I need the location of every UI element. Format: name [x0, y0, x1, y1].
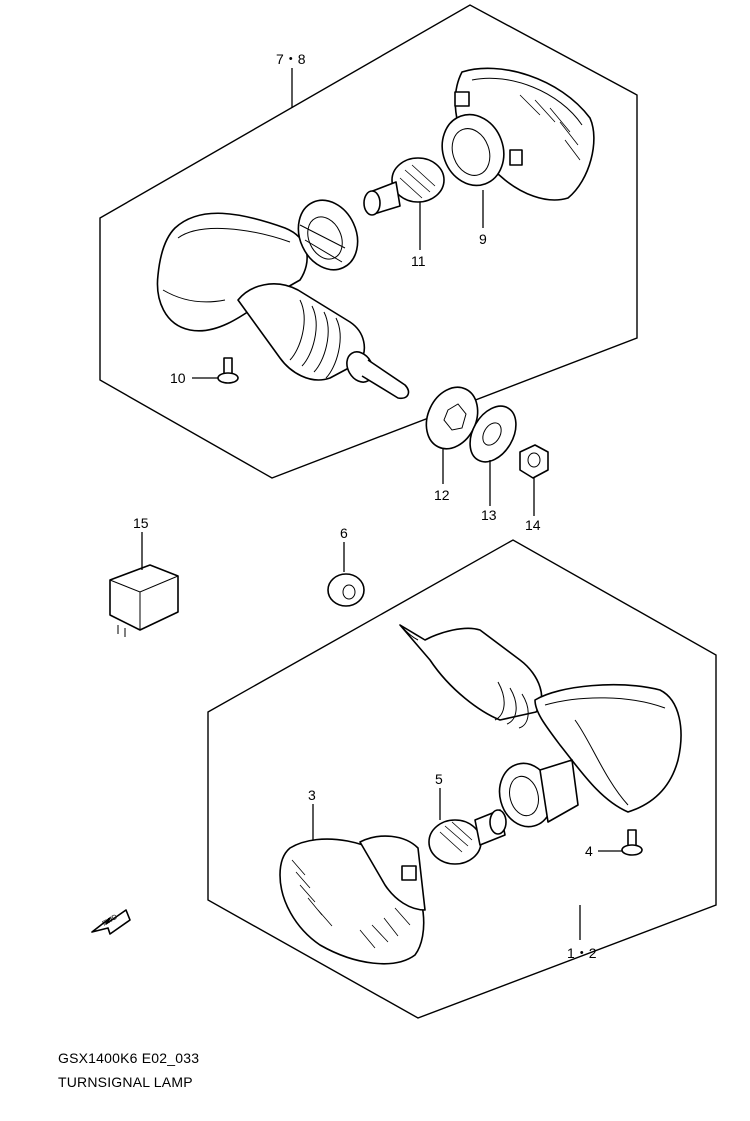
- screw-10: [217, 357, 239, 384]
- label-5: 5: [435, 771, 443, 787]
- lens-9: [441, 67, 595, 201]
- upper-lamp-housing: [156, 212, 410, 400]
- label-assy-upper: 7・8: [276, 51, 306, 67]
- nut-6: [327, 573, 365, 607]
- upper-assembly-frame: [99, 4, 638, 479]
- lower-assembly-frame: [207, 539, 717, 1019]
- diagram-code: GSX1400K6 E02_033: [58, 1050, 200, 1066]
- screw-4: [621, 829, 643, 856]
- label-3: 3: [308, 787, 316, 803]
- label-11: 11: [411, 253, 426, 269]
- upper-socket: [297, 199, 359, 271]
- bulb-5: [428, 809, 507, 865]
- label-14: 14: [525, 517, 541, 533]
- fwd-arrow-icon: FWD: [91, 909, 131, 935]
- nut-14: [519, 444, 549, 479]
- washer-13: [469, 405, 517, 463]
- lens-3: [279, 835, 426, 965]
- label-10: 10: [170, 370, 186, 386]
- leader-lines: [141, 68, 622, 940]
- lower-lamp-housing: [399, 624, 682, 813]
- part-labels: 7・8 11 9 10 12 13 14 15 6 3 5 4 1・2: [133, 51, 597, 961]
- lower-socket: [498, 759, 579, 828]
- label-9: 9: [479, 231, 487, 247]
- label-13: 13: [481, 507, 497, 523]
- diagram-title: TURNSIGNAL LAMP: [58, 1074, 193, 1090]
- bulb-11: [363, 157, 445, 216]
- relay-15: [109, 564, 179, 637]
- label-15: 15: [133, 515, 149, 531]
- label-assy-lower: 1・2: [567, 945, 597, 961]
- label-4: 4: [585, 843, 593, 859]
- label-6: 6: [340, 525, 348, 541]
- label-12: 12: [434, 487, 450, 503]
